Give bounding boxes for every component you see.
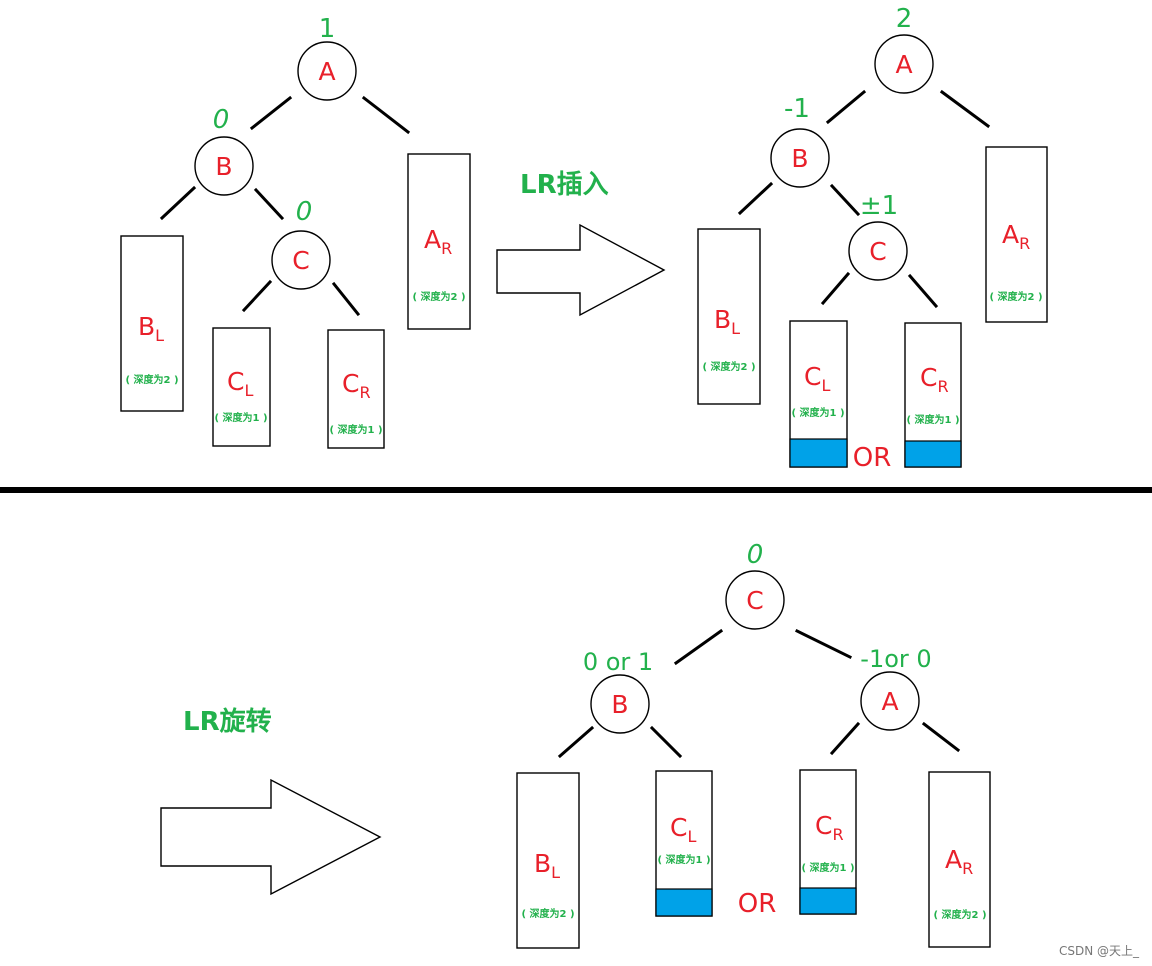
node-b	[194, 136, 254, 196]
node-a-label: A	[895, 50, 912, 79]
edge-b-bl	[737, 181, 774, 216]
node-c-label: C	[292, 246, 309, 275]
node-b	[590, 674, 650, 734]
edge-c-cr	[907, 273, 939, 309]
edge-c-cl	[241, 279, 273, 313]
subtree-cl-label: CL	[227, 367, 253, 400]
subtree-cl-depth: ( 深度为1 )	[214, 411, 267, 424]
watermark: CSDN @天上_	[1059, 944, 1140, 958]
subtree-cr-depth: ( 深度为1 )	[801, 861, 854, 874]
edge-c-a	[794, 628, 853, 660]
node-c	[271, 230, 331, 290]
edge-a-cr	[829, 721, 861, 756]
subtree-ar	[407, 153, 471, 330]
node-b-label: B	[215, 152, 232, 181]
subtree-bl	[697, 228, 761, 405]
node-b-label: B	[611, 690, 628, 719]
balance-factor-c: 0	[296, 197, 313, 227]
edge-a-ar	[361, 95, 411, 135]
subtree-ar-label: AR	[945, 845, 973, 878]
subtree-ar-depth: ( 深度为2 )	[989, 290, 1042, 303]
subtree-bl-label: BL	[138, 312, 164, 345]
subtree-cr-label: CR	[342, 369, 371, 402]
edge-c-cl	[820, 271, 851, 306]
arrow-shape-rotate	[160, 778, 382, 896]
edge-a-ar	[939, 89, 991, 129]
balance-factor-a: 2	[896, 4, 913, 34]
edge-c-b	[673, 628, 724, 666]
subtree-bl-depth: ( 深度为2 )	[702, 360, 755, 373]
subtree-cr-depth: ( 深度为1 )	[906, 413, 959, 426]
edge-b-c	[253, 187, 285, 221]
subtree-ar-depth: ( 深度为2 )	[412, 290, 465, 303]
inserted-block-cl	[789, 438, 848, 468]
subtree-cl-depth: ( 深度为1 )	[791, 406, 844, 419]
or-label: OR	[853, 443, 892, 473]
inserted-block-cr	[904, 440, 962, 468]
tree-after-rotation: C 0 B 0 or 1 A -1or 0 BL ( 深度为2 ) CL ( 深…	[516, 540, 991, 949]
subtree-bl-depth: ( 深度为2 )	[125, 373, 178, 386]
node-c	[848, 221, 908, 281]
subtree-cr-label: CR	[920, 363, 949, 396]
inserted-block-cl	[655, 888, 713, 917]
edge-b-bl	[557, 725, 595, 759]
or-label: OR	[738, 889, 777, 919]
subtree-cr-depth: ( 深度为1 )	[329, 423, 382, 436]
edge-c-cr	[331, 281, 361, 317]
subtree-bl-label: BL	[714, 305, 740, 338]
node-a	[297, 41, 357, 101]
subtree-bl-depth: ( 深度为2 )	[521, 907, 574, 920]
subtree-ar-label: AR	[1002, 220, 1030, 253]
node-c	[725, 570, 785, 630]
subtree-cr	[327, 329, 385, 449]
node-b	[770, 128, 830, 188]
subtree-cl-depth: ( 深度为1 )	[657, 853, 710, 866]
node-c-label: C	[746, 586, 763, 615]
balance-factor-a: 1	[319, 14, 336, 44]
tree-after-insert: A 2 B -1 C ±1 BL ( 深度为2 ) CL ( 深度为1 ) OR…	[697, 4, 1048, 473]
subtree-cr-label: CR	[815, 811, 844, 844]
balance-factor-b: -1	[784, 94, 810, 124]
subtree-bl	[120, 235, 184, 412]
insert-arrow: LR插入	[496, 170, 666, 317]
rotate-arrow: LR旋转	[160, 707, 382, 896]
subtree-bl-label: BL	[534, 849, 560, 882]
balance-factor-a: -1or 0	[860, 645, 931, 673]
node-c-label: C	[869, 237, 886, 266]
subtree-cl-label: CL	[804, 362, 830, 395]
edge-b-c	[829, 183, 861, 217]
balance-factor-c: 0	[747, 540, 764, 570]
tree-before-insert: A 1 B 0 C 0 BL ( 深度为2 ) CL ( 深度为1 ) CR (…	[120, 14, 471, 449]
subtree-cl-label: CL	[670, 813, 696, 846]
edge-a-b	[249, 95, 293, 131]
rotate-label: LR旋转	[183, 707, 272, 737]
balance-factor-c: ±1	[860, 191, 898, 221]
insert-label: LR插入	[520, 170, 609, 200]
node-a-label: A	[881, 687, 898, 716]
subtree-ar-label: AR	[424, 225, 452, 258]
subtree-bl	[516, 772, 580, 949]
edge-a-b	[825, 89, 867, 125]
subtree-ar-depth: ( 深度为2 )	[933, 908, 986, 921]
edge-b-bl	[159, 185, 197, 221]
subtree-cl	[212, 327, 271, 447]
subtree-ar	[985, 146, 1048, 323]
node-a	[874, 34, 934, 94]
node-a-label: A	[318, 57, 335, 86]
balance-factor-b: 0	[213, 105, 230, 135]
node-a	[860, 671, 920, 731]
node-b-label: B	[791, 144, 808, 173]
edge-a-ar	[921, 721, 961, 753]
inserted-block-cr	[799, 887, 857, 915]
arrow-shape-insert	[496, 223, 666, 317]
edge-b-cl	[649, 725, 683, 759]
subtree-ar	[928, 771, 991, 948]
balance-factor-b: 0 or 1	[583, 648, 653, 676]
